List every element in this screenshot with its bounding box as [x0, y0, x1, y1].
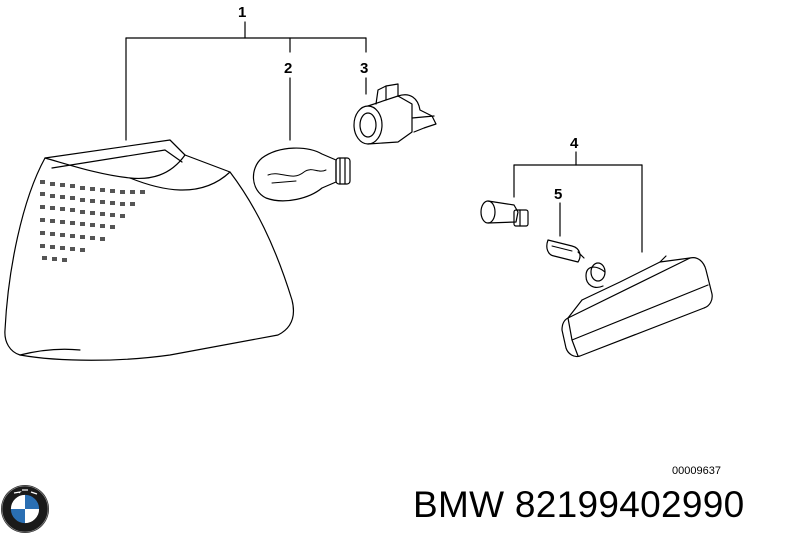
indicator-lamp-housing — [4, 139, 295, 361]
diagram-number: 00009637 — [672, 465, 721, 477]
marker-socket — [480, 200, 529, 227]
caption: BMW 82199402990 — [413, 484, 745, 525]
callout-2: 2 — [284, 60, 292, 77]
bulb — [252, 147, 351, 202]
side-marker-lamp — [561, 255, 713, 358]
leader-lines-group-1 — [125, 21, 367, 141]
lamp-lens-texture — [40, 180, 145, 262]
callout-4: 4 — [570, 135, 579, 152]
bmw-roundel-icon — [1, 485, 49, 533]
callout-5: 5 — [554, 186, 562, 203]
leader-lines-group-4 — [513, 151, 643, 253]
wedge-bulb — [546, 239, 585, 263]
bulb-socket — [353, 83, 437, 145]
callout-3: 3 — [360, 60, 368, 77]
callout-1: 1 — [238, 4, 246, 21]
